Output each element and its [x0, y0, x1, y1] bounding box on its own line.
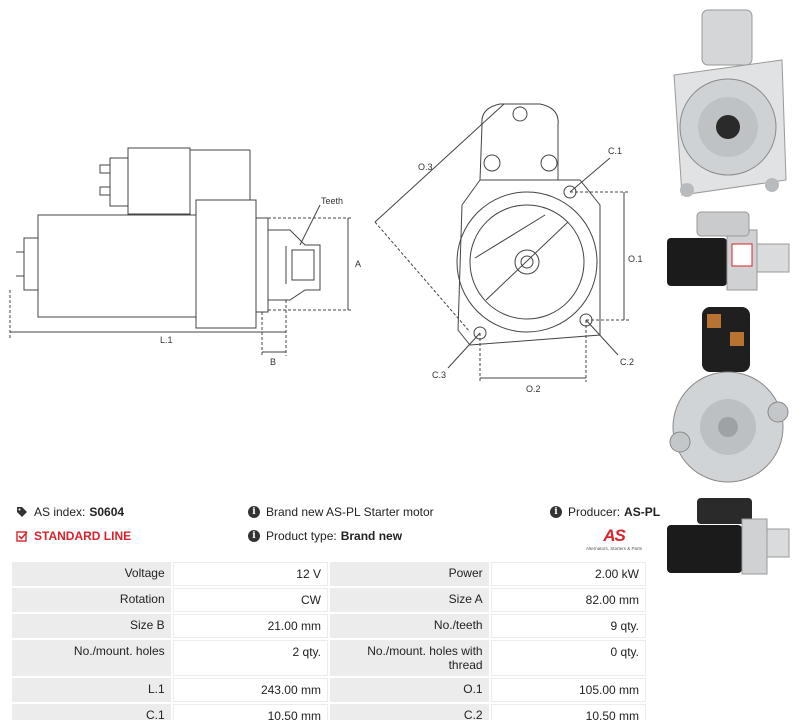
spec-value: 21.00 mm [172, 614, 328, 638]
spec-value: 9 qty. [490, 614, 646, 638]
spec-key: O.1 [329, 678, 489, 702]
spec-value: 2 qty. [172, 640, 328, 676]
label-o2: O.2 [526, 384, 541, 394]
spec-value: 243.00 mm [172, 678, 328, 702]
info-icon: i [550, 506, 562, 518]
table-row: Size B 21.00 mm No./teeth 9 qty. [12, 614, 646, 638]
label-c2: C.2 [620, 357, 634, 367]
spec-key: Size B [12, 614, 171, 638]
spec-value: 0 qty. [490, 640, 646, 676]
label-b: B [270, 357, 276, 367]
spec-key: Rotation [12, 588, 171, 612]
spec-key: Voltage [12, 562, 171, 586]
label-a: A [355, 259, 361, 269]
check-square-icon [16, 531, 28, 542]
as-index: AS index:S0604 [16, 505, 124, 519]
spec-key: C.2 [329, 704, 489, 720]
product-photo-rear [662, 302, 794, 492]
product-photo-angle [662, 495, 794, 580]
product-photo-side [662, 208, 794, 298]
spec-key: No./teeth [329, 614, 489, 638]
info-icon: i [248, 506, 260, 518]
producer: i Producer:AS-PL [550, 505, 660, 519]
technical-drawing: Teeth A B L.1 O.3 C.1 O.1 C.2 C.3 O.2 [9, 103, 643, 394]
spec-value: 2.00 kW [490, 562, 646, 586]
spec-value: 10.50 mm [490, 704, 646, 720]
as-pl-logo: AS Alternators, Starters & Parts [585, 526, 643, 551]
tags-icon [17, 507, 27, 517]
spec-key: C.1 [12, 704, 171, 720]
table-row: Voltage 12 V Power 2.00 kW [12, 562, 646, 586]
label-c1: C.1 [608, 146, 622, 156]
spec-key: No./mount. holes with thread [329, 640, 489, 676]
spec-key: No./mount. holes [12, 640, 171, 676]
label-teeth: Teeth [321, 196, 343, 206]
spec-value: 10.50 mm [172, 704, 328, 720]
label-c3: C.3 [432, 370, 446, 380]
table-row: No./mount. holes 2 qty. No./mount. holes… [12, 640, 646, 676]
label-o3: O.3 [418, 162, 433, 172]
spec-key: L.1 [12, 678, 171, 702]
product-description: i Brand new AS-PL Starter motor [248, 505, 434, 519]
table-row: L.1 243.00 mm O.1 105.00 mm [12, 678, 646, 702]
spec-value: 12 V [172, 562, 328, 586]
table-row: C.1 10.50 mm C.2 10.50 mm [12, 704, 646, 720]
spec-table: Voltage 12 V Power 2.00 kW Rotation CW S… [10, 560, 648, 720]
table-row: Rotation CW Size A 82.00 mm [12, 588, 646, 612]
product-type: i Product type:Brand new [248, 529, 402, 543]
standard-line: STANDARD LINE [16, 529, 131, 543]
spec-key: Size A [329, 588, 489, 612]
spec-key: Power [329, 562, 489, 586]
label-l1: L.1 [160, 335, 173, 345]
spec-value: 82.00 mm [490, 588, 646, 612]
product-photo-front [662, 5, 794, 205]
spec-value: CW [172, 588, 328, 612]
info-icon: i [248, 530, 260, 542]
product-info: AS index:S0604 STANDARD LINE i Brand new… [10, 505, 660, 550]
spec-value: 105.00 mm [490, 678, 646, 702]
label-o1: O.1 [628, 254, 643, 264]
